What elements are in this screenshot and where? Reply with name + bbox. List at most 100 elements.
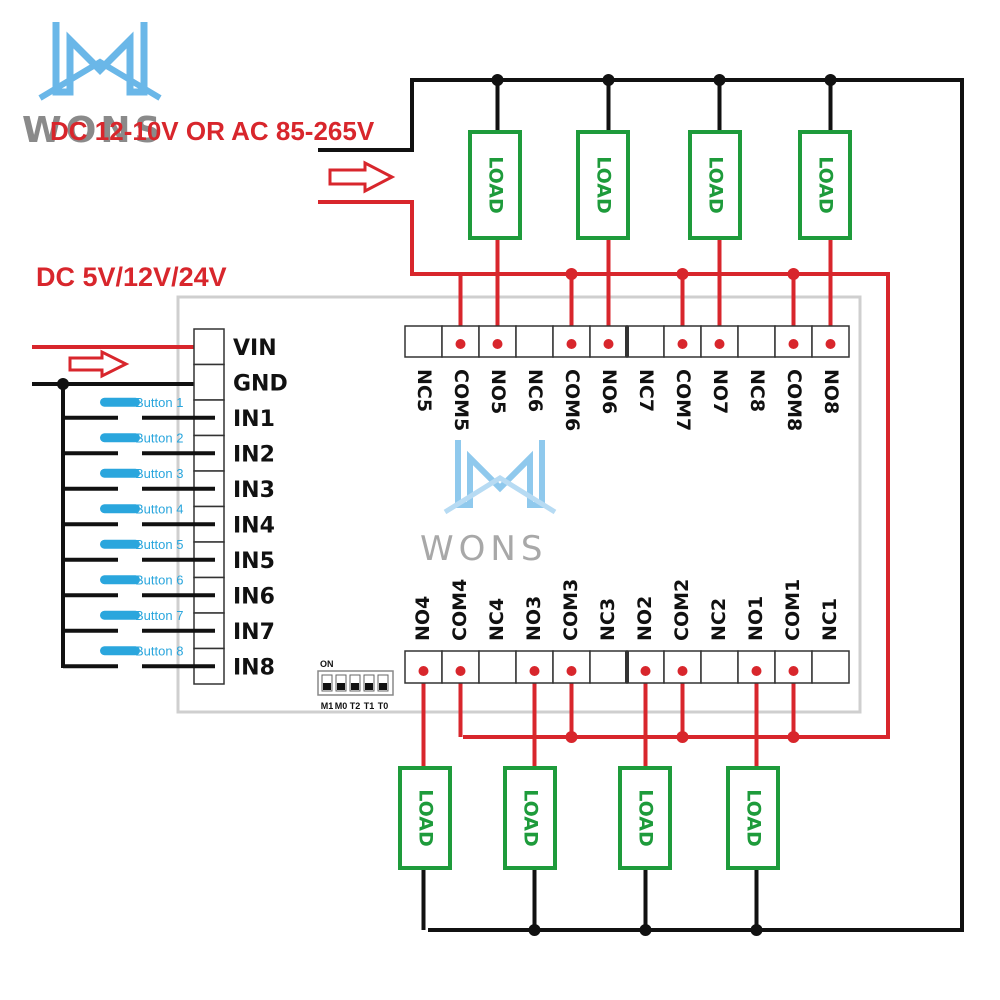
load-box [726, 766, 780, 870]
load-box [798, 130, 852, 240]
terminal-com6 [552, 325, 591, 358]
terminal-label: NC2 [708, 598, 730, 641]
center-watermark-text: WONS [420, 529, 547, 569]
dip-label: M1 [321, 701, 334, 711]
load-box [468, 130, 522, 240]
terminal-label: COM2 [671, 579, 693, 641]
wire-junction [824, 74, 837, 86]
terminal-label: NC8 [746, 369, 768, 412]
terminal-label: IN1 [233, 407, 275, 432]
button-label: Button 2 [135, 430, 183, 445]
load-label: LOAD [815, 156, 837, 214]
load-label: LOAD [415, 789, 437, 847]
wire-junction [639, 924, 652, 936]
terminal-nc2 [700, 650, 739, 684]
button-label: Button 8 [135, 643, 183, 658]
wire-junction [640, 666, 651, 676]
button-label: Button 5 [135, 537, 183, 552]
gnd-junction [57, 378, 69, 390]
terminal-com8 [774, 325, 813, 358]
terminal-label: COM3 [560, 579, 582, 641]
supply-input-label: DC 5V/12V/24V [36, 262, 227, 292]
terminal-label: NO4 [412, 596, 434, 641]
terminal-vin [193, 328, 225, 366]
wire-junction [529, 666, 540, 676]
load-label: LOAD [520, 789, 542, 847]
terminal-label: NC3 [597, 598, 619, 641]
wire-junction [677, 666, 688, 676]
load-label: LOAD [485, 156, 507, 214]
wire-junction [528, 924, 541, 936]
dip-toggle [323, 683, 331, 690]
terminal-label: NO6 [598, 369, 620, 414]
terminal-nc6 [515, 325, 554, 358]
wire-junction [455, 666, 466, 676]
terminal-label: NC7 [635, 369, 657, 412]
arrow-icon-top [328, 160, 396, 194]
wire-junction [677, 339, 688, 349]
load-label: LOAD [593, 156, 615, 214]
terminal-label: GND [233, 371, 288, 396]
button-contact [100, 575, 140, 585]
terminal-gnd [193, 363, 225, 401]
terminal-label: NO1 [745, 596, 767, 641]
wire-junction [676, 731, 689, 743]
terminal-label: NO8 [820, 369, 842, 414]
wire-junction [602, 74, 615, 86]
terminal-nc5 [404, 325, 443, 358]
dip-label: M0 [335, 701, 348, 711]
load-box [503, 766, 557, 870]
terminal-nc1 [811, 650, 850, 684]
terminal-label: NO2 [634, 596, 656, 641]
load-box [576, 130, 630, 240]
terminal-nc8 [737, 325, 776, 358]
button-label: Button 7 [135, 608, 183, 623]
wire-junction [787, 268, 800, 280]
button-contact [100, 468, 140, 478]
terminal-label: COM7 [672, 369, 694, 431]
terminal-label: NO5 [487, 369, 509, 414]
button-contact [100, 646, 140, 656]
button-label: Button 6 [135, 572, 183, 587]
wire-junction [566, 339, 577, 349]
dip-label: T2 [350, 701, 361, 711]
terminal-label: COM5 [450, 369, 472, 431]
button-contact [100, 610, 140, 620]
dip-toggle [379, 683, 387, 690]
dip-on-label: ON [320, 659, 334, 669]
button-contact [100, 539, 140, 549]
wire-junction [603, 339, 614, 349]
wire-junction [788, 666, 799, 676]
terminal-label: NO3 [523, 596, 545, 641]
terminal-label: IN3 [233, 478, 275, 503]
load-box [398, 766, 452, 870]
terminal-nc4 [478, 650, 517, 684]
load-box [618, 766, 672, 870]
dip-toggle [365, 683, 373, 690]
wire-junction [455, 339, 466, 349]
center-watermark-logo [443, 440, 557, 515]
terminal-label: COM1 [782, 579, 804, 641]
wire-junction [788, 339, 799, 349]
wire-junction [714, 339, 725, 349]
terminal-label: IN6 [233, 584, 275, 609]
dip-label: T1 [364, 701, 375, 711]
terminal-label: COM4 [449, 579, 471, 641]
relay-board [176, 295, 862, 714]
terminal-label: NC1 [819, 598, 841, 641]
terminal-no8 [811, 325, 850, 358]
watermark-logo [38, 22, 162, 101]
supply-top-label: DC 12-10V OR AC 85-265V [50, 116, 375, 146]
load-label: LOAD [635, 789, 657, 847]
wire-junction [751, 666, 762, 676]
wire-junction [750, 924, 763, 936]
terminal-label: NO7 [709, 369, 731, 414]
terminal-label: VIN [233, 336, 277, 361]
button-contact [100, 504, 140, 514]
supply-wiring [32, 78, 964, 932]
terminal-label: IN2 [233, 442, 275, 467]
wire-junction [491, 74, 504, 86]
wire-junction [566, 666, 577, 676]
wire-junction [713, 74, 726, 86]
wire-junction [492, 339, 503, 349]
